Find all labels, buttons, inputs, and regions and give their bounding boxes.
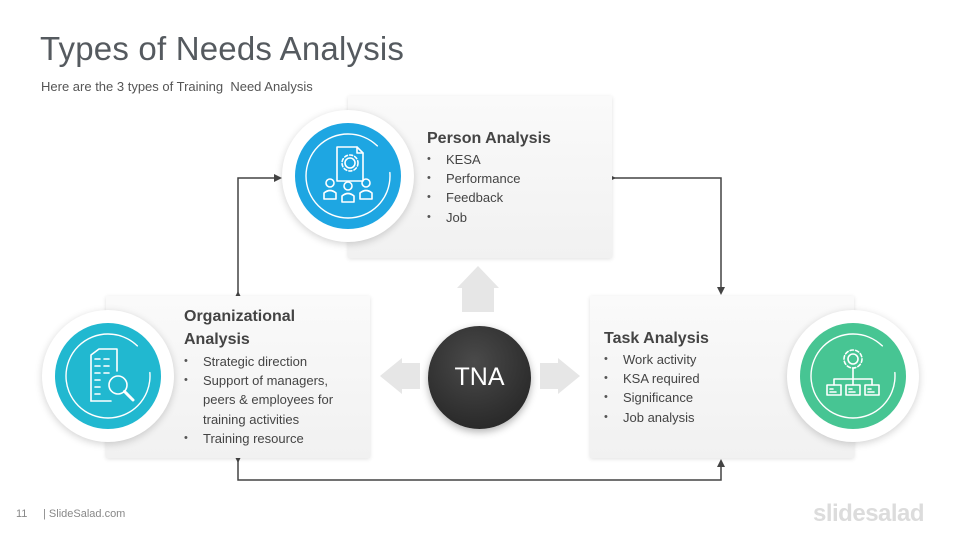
person-analysis-list: KESA Performance Feedback Job xyxy=(427,150,520,227)
faint-arrow-left xyxy=(380,358,420,394)
list-item: Support of managers, peers & employees f… xyxy=(184,371,359,429)
organizational-analysis-badge xyxy=(42,310,174,442)
organizational-analysis-title: Organizational Analysis xyxy=(184,308,296,348)
list-item: Job analysis xyxy=(604,408,700,427)
list-item: KSA required xyxy=(604,369,700,388)
list-item: Training resource xyxy=(184,429,359,448)
list-item: Work activity xyxy=(604,350,700,369)
tna-center-circle: TNA xyxy=(428,326,531,429)
list-item: Feedback xyxy=(427,188,520,207)
team-gear-document-icon xyxy=(295,123,401,229)
connector-org-person xyxy=(234,174,282,299)
building-magnifier-icon xyxy=(55,323,161,429)
slidesalad-logo: slidesalad xyxy=(813,500,925,527)
connector-person-task xyxy=(608,174,725,295)
person-analysis-card: Person Analysis KESA Performance Feedbac… xyxy=(348,96,612,258)
task-analysis-badge xyxy=(787,310,919,442)
gear-flowchart-icon xyxy=(800,323,906,429)
person-analysis-title: Person Analysis xyxy=(427,130,551,147)
person-analysis-badge xyxy=(282,110,414,242)
slide-subtitle: Here are the 3 types of Training Need An… xyxy=(41,79,313,94)
list-item: Job xyxy=(427,208,520,227)
list-item: KESA xyxy=(427,150,520,169)
connector-org-task xyxy=(234,455,725,481)
list-item: Strategic direction xyxy=(184,352,359,371)
page-number: 11 xyxy=(16,508,28,520)
list-item: Significance xyxy=(604,388,700,407)
list-item: Performance xyxy=(427,169,520,188)
footer-site-link[interactable]: | SlideSalad.com xyxy=(43,508,126,520)
task-analysis-title: Task Analysis xyxy=(604,330,709,347)
slide-title: Types of Needs Analysis xyxy=(40,30,405,67)
organizational-analysis-list: Strategic direction Support of managers,… xyxy=(184,352,359,448)
faint-arrow-up xyxy=(457,266,499,312)
faint-arrow-right xyxy=(540,358,580,394)
task-analysis-list: Work activity KSA required Significance … xyxy=(604,350,700,427)
